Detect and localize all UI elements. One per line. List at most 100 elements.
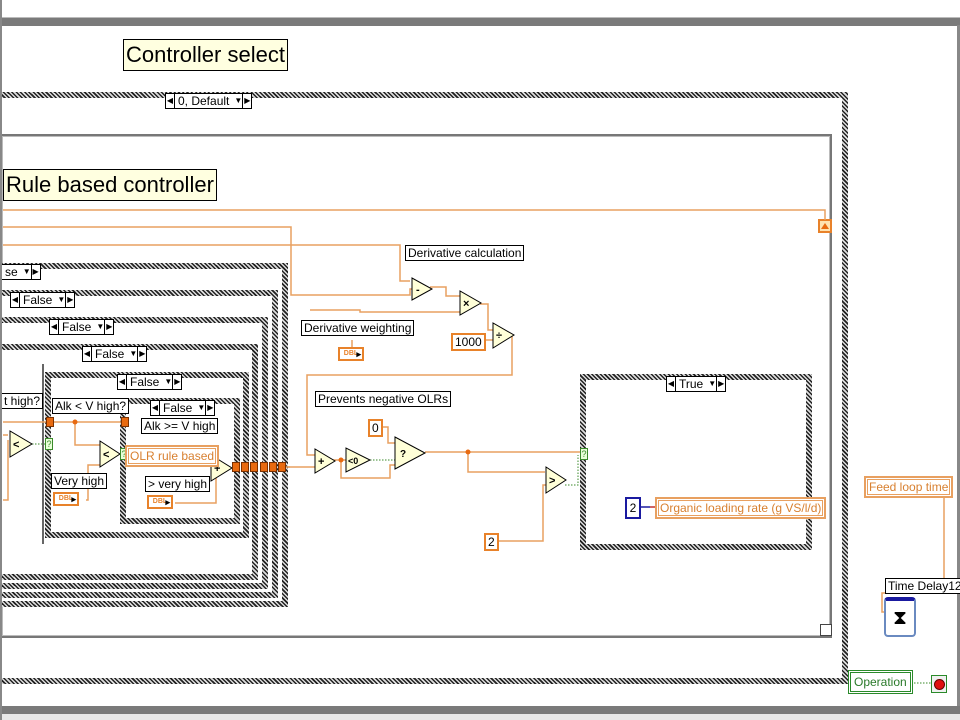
constant-zero[interactable]: 0 [368, 419, 383, 437]
increment-arrow-icon[interactable]: ▶ [716, 377, 725, 391]
multiply-symbol: × [463, 298, 469, 310]
case-divider [42, 364, 44, 544]
case-selector-terminal: ? [45, 438, 53, 450]
rule-based-frame [2, 134, 832, 638]
top-scroll-bar[interactable] [2, 17, 960, 26]
wire [340, 460, 395, 479]
tunnel [232, 462, 240, 472]
increment-arrow-icon[interactable]: ▶ [104, 320, 113, 334]
add-symbol: + [318, 456, 324, 468]
gt-very-high-control[interactable]: DBL [147, 495, 173, 509]
constant-1000[interactable]: 1000 [451, 333, 486, 351]
less-than-zero-node [345, 447, 372, 473]
dropdown-icon[interactable]: ▼ [197, 403, 206, 412]
derivative-weighting-label: Derivative weighting [301, 320, 415, 336]
dropdown-icon[interactable]: ▼ [129, 349, 138, 358]
constant-two[interactable]: 2 [484, 533, 499, 551]
less-than-node-2 [99, 440, 121, 468]
tunnel [241, 462, 249, 472]
nested-case-1-selector[interactable]: se ▼ ▶ [2, 264, 41, 280]
dropdown-icon[interactable]: ▼ [708, 379, 717, 388]
decrement-arrow-icon[interactable]: ◀ [166, 94, 175, 108]
nested-case-5-selector[interactable]: ◀ False ▼ ▶ [117, 374, 183, 390]
increment-arrow-icon[interactable]: ▶ [65, 293, 74, 307]
status-bar [2, 714, 960, 720]
increment-arrow-icon[interactable]: ▶ [205, 401, 214, 415]
dropdown-icon[interactable]: ▼ [57, 295, 66, 304]
increment-arrow-icon[interactable]: ▶ [30, 265, 40, 279]
true-case-selector[interactable]: ◀ True ▼ ▶ [666, 376, 727, 392]
select-symbol: ? [400, 449, 406, 460]
tunnel [250, 462, 258, 472]
outer-case-selector[interactable]: ◀ 0, Default ▼ ▶ [165, 93, 253, 109]
case-selector-terminal: ? [580, 448, 588, 460]
wire [498, 484, 547, 542]
wire [3, 209, 826, 220]
increment-arrow-icon[interactable]: ▶ [172, 375, 181, 389]
dropdown-icon[interactable]: ▼ [96, 322, 105, 331]
right-window-edge [957, 25, 960, 707]
add-symbol-2: + [214, 463, 220, 475]
wire [175, 478, 217, 504]
organic-loading-rate-indicator: Organic loading rate (g VS/l/d) [655, 497, 827, 519]
decrement-arrow-icon[interactable]: ◀ [11, 293, 20, 307]
wire [310, 309, 460, 313]
nested-case-2-selector[interactable]: ◀ False ▼ ▶ [10, 292, 76, 308]
decrement-arrow-icon[interactable]: ◀ [83, 347, 92, 361]
wire [430, 286, 460, 297]
controller-select-comment: Controller select [123, 39, 288, 71]
prevents-negative-label: Prevents negative OLRs [315, 391, 452, 407]
decrement-arrow-icon[interactable]: ◀ [667, 377, 676, 391]
bottom-scroll-bar[interactable] [2, 706, 960, 714]
decrement-arrow-icon[interactable]: ◀ [50, 320, 59, 334]
boolean-wire [565, 455, 579, 486]
increment-arrow-icon[interactable]: ▶ [242, 94, 251, 108]
nested-case-3-selector[interactable]: ◀ False ▼ ▶ [49, 319, 115, 335]
nested-case-4-selector[interactable]: ◀ False ▼ ▶ [82, 346, 148, 362]
wire [480, 303, 493, 331]
greater-than-node [545, 466, 567, 494]
tunnel [269, 462, 277, 472]
less-than-symbol-1: < [13, 439, 19, 451]
gt-very-high-label: > very high [145, 476, 211, 492]
subtract-symbol: - [416, 284, 420, 296]
divide-symbol: ÷ [496, 330, 502, 342]
nested-case-6-selector[interactable]: ◀ False ▼ ▶ [150, 400, 216, 416]
multiply-node [459, 290, 483, 316]
dropdown-icon[interactable]: ▼ [22, 267, 31, 276]
alk-high-label: t high? [2, 393, 44, 409]
tunnel [46, 417, 54, 427]
derivative-weighting-control[interactable]: DBL [338, 347, 364, 361]
wire [3, 440, 9, 501]
wire [74, 422, 100, 446]
subtract-node [411, 277, 434, 301]
time-delay-label: Time Delay12 [885, 578, 960, 594]
constant-two-blue[interactable]: 2 [625, 497, 641, 519]
feed-loop-time-indicator: Feed loop time [864, 476, 954, 498]
wire-junction [72, 419, 78, 425]
stop-terminal[interactable] [931, 675, 947, 693]
operation-control[interactable]: Operation [848, 670, 913, 694]
time-delay-node[interactable]: ⧗ [884, 597, 916, 637]
very-high-label: Very high [51, 473, 108, 489]
wire [380, 426, 395, 444]
greater-than-symbol: > [549, 475, 555, 487]
very-high-control[interactable]: DBL [53, 492, 79, 506]
resize-corner-icon[interactable] [820, 624, 832, 636]
olr-rule-based-indicator: OLR rule based [125, 445, 220, 467]
decrement-arrow-icon[interactable]: ◀ [151, 401, 160, 415]
wire [3, 226, 412, 296]
wire-junction [465, 449, 471, 455]
alk-lt-v-high-label: Alk < V high? [52, 398, 130, 414]
dropdown-icon[interactable]: ▼ [234, 96, 243, 105]
dropdown-icon[interactable]: ▼ [164, 377, 173, 386]
select-node [394, 436, 427, 470]
increment-arrow-icon[interactable]: ▶ [137, 347, 146, 361]
decrement-arrow-icon[interactable]: ◀ [118, 375, 127, 389]
derivative-calculation-label: Derivative calculation [405, 245, 525, 261]
wire-junction [338, 457, 344, 463]
alk-ge-v-high-label: Alk >= V high [141, 418, 219, 434]
wire [3, 244, 410, 282]
tunnel [260, 462, 268, 472]
